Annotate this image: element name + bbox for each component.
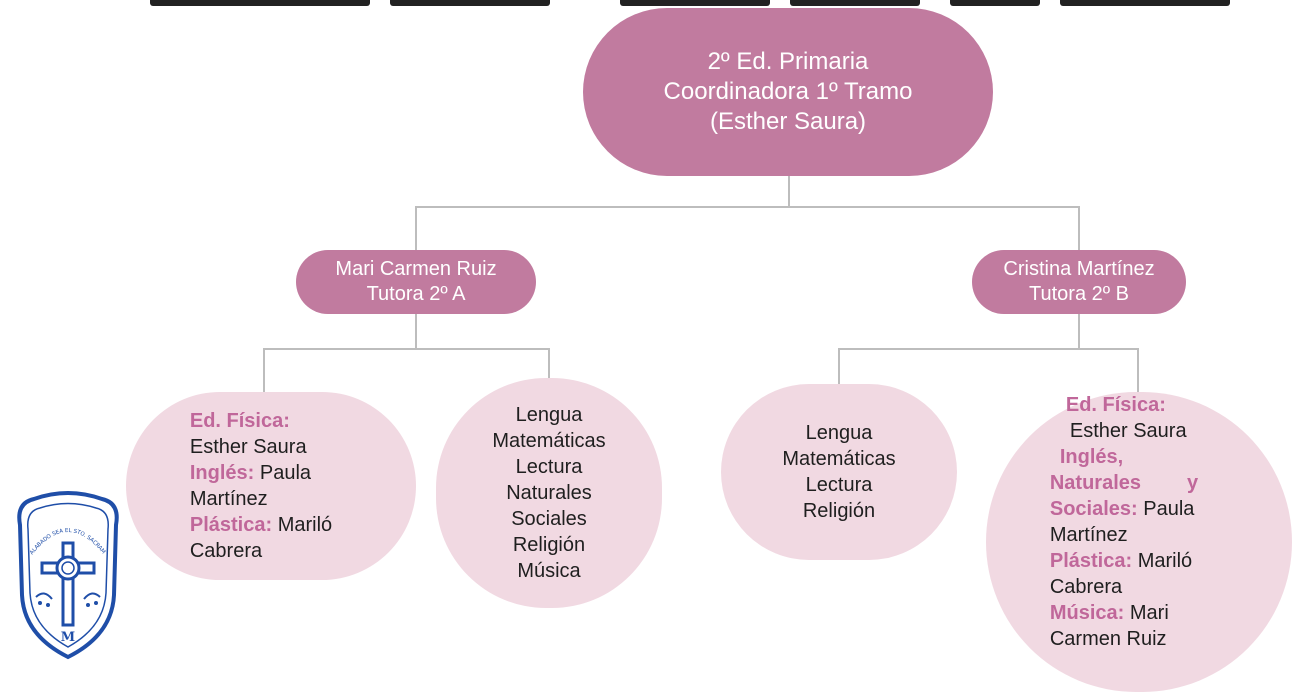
leaf-a1-specialists: Ed. Física: Esther Saura Inglés: Paula M… [126, 392, 416, 580]
connector-tutor-a-horizontal [263, 348, 550, 350]
a2-subject: Religión [512, 534, 586, 556]
tutor-a-role: Tutora 2º A [366, 283, 466, 305]
b1-subject: Lectura [805, 474, 873, 496]
connector-to-leaf-a1 [263, 348, 265, 392]
root-line-2: Coordinadora 1º Tramo [663, 78, 913, 105]
a1-plastica-value-1: Mariló [277, 514, 333, 536]
connector-tutor-a-down [415, 314, 417, 348]
b2-plastica-label: Plástica: [1049, 550, 1133, 572]
connector-to-leaf-a2 [548, 348, 550, 378]
a2-subject: Lectura [515, 456, 583, 478]
b2-musica-label: Música: [1049, 602, 1125, 624]
b2-plastica-value-2: Cabrera [1049, 576, 1123, 598]
a1-ingles-value-2: Martínez [189, 488, 268, 510]
connector-to-leaf-b2 [1137, 348, 1139, 392]
connector-root-horizontal [415, 206, 1080, 208]
b2-plastica-value-1: Mariló [1137, 550, 1193, 572]
a2-subject: Matemáticas [492, 430, 606, 452]
tutor-a-name: Mari Carmen Ruiz [335, 258, 497, 280]
connector-to-tutor-b [1078, 206, 1080, 250]
root-line-1: 2º Ed. Primaria [707, 48, 869, 75]
root-node-coordinator: 2º Ed. Primaria Coordinadora 1º Tramo (E… [583, 8, 993, 176]
b2-ef-label: Ed. Física: [1065, 394, 1166, 416]
a1-ef-value: Esther Saura [189, 436, 307, 458]
b2-sociales-label: Sociales: [1049, 498, 1138, 520]
a2-subject: Sociales [511, 508, 587, 530]
connector-to-leaf-b1 [838, 348, 840, 384]
a2-subject: Lengua [515, 404, 583, 426]
tutor-b-name: Cristina Martínez [1003, 258, 1155, 280]
leaf-b1-subjects: Lengua Matemáticas Lectura Religión [721, 384, 957, 560]
b1-subject: Matemáticas [782, 448, 896, 470]
leaf-a2-subjects: Lengua Matemáticas Lectura Naturales Soc… [436, 378, 662, 608]
connector-to-tutor-a [415, 206, 417, 250]
school-crest-icon: ALABADO SEA EL STO. SACRAMENTO M [12, 485, 119, 660]
crest-monogram: M [61, 630, 75, 645]
b2-naturales-label: Naturales [1049, 472, 1142, 494]
tutor-a-node: Mari Carmen Ruiz Tutora 2º A [296, 250, 536, 314]
connector-tutor-b-down [1078, 314, 1080, 348]
a1-ingles-value-1: Paula [259, 462, 312, 484]
a1-ef-label: Ed. Física: [189, 410, 290, 432]
root-line-3: (Esther Saura) [709, 108, 867, 135]
a1-plastica-value-2: Cabrera [189, 540, 263, 562]
tutor-b-node: Cristina Martínez Tutora 2º B [972, 250, 1186, 314]
b2-musica-value-1: Mari [1129, 602, 1169, 624]
cropped-heading-strip [150, 0, 1230, 7]
b1-subject: Religión [802, 500, 876, 522]
b2-ins-value-1: Paula [1143, 498, 1195, 520]
b2-ef-value: Esther Saura [1069, 420, 1187, 442]
b2-musica-value-2: Carmen Ruiz [1049, 628, 1167, 650]
b1-subject: Lengua [805, 422, 873, 444]
a2-subject: Naturales [506, 482, 592, 504]
connector-tutor-b-horizontal [838, 348, 1139, 350]
tutor-b-role: Tutora 2º B [1029, 283, 1129, 305]
a1-ingles-label: Inglés: [189, 462, 255, 484]
a1-plastica-label: Plástica: [189, 514, 273, 536]
leaf-b2-specialists: Ed. Física: Esther Saura Inglés, Natural… [986, 392, 1292, 692]
b2-ingles-label: Inglés, [1059, 446, 1124, 468]
b2-ins-value-2: Martínez [1049, 524, 1128, 546]
connector-root-down [788, 176, 790, 206]
a2-subject: Música [517, 560, 581, 582]
b2-y-label: y [1187, 472, 1199, 494]
